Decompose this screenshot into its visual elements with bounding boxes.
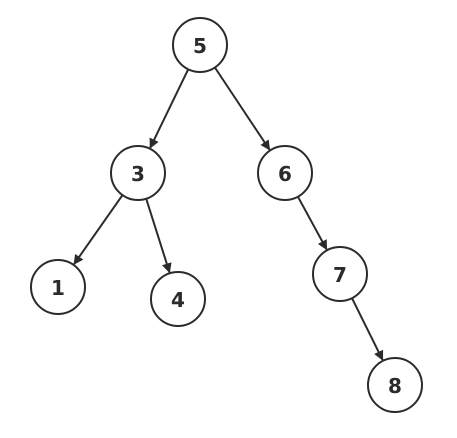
tree-node-4: 4 [150,271,206,327]
node-label-5: 5 [193,34,207,58]
node-label-8: 8 [388,374,402,398]
node-circle-6 [257,145,313,201]
node-circle-3 [110,145,166,201]
tree-node-3: 3 [110,145,166,201]
tree-node-7: 7 [312,246,368,302]
tree-node-8: 8 [367,357,423,413]
node-circle-4 [150,271,206,327]
node-label-6: 6 [278,162,292,186]
node-circle-1 [30,259,86,315]
edge-5-to-3 [149,68,190,149]
edge-5-to-6 [214,66,271,151]
edge-3-to-4 [145,198,172,274]
tree-node-6: 6 [257,145,313,201]
edge-3-to-1 [73,194,124,265]
node-label-4: 4 [171,288,185,312]
tree-node-5: 5 [172,17,228,73]
edge-6-to-7 [297,196,328,251]
node-label-7: 7 [333,263,347,287]
node-circle-7 [312,246,368,302]
edges-layer [73,66,384,361]
nodes-layer: 5 3 6 1 4 7 8 [30,17,423,413]
node-label-3: 3 [131,162,145,186]
node-circle-5 [172,17,228,73]
tree-node-1: 1 [30,259,86,315]
node-label-1: 1 [51,276,65,300]
node-circle-8 [367,357,423,413]
edge-7-to-8 [351,297,384,361]
